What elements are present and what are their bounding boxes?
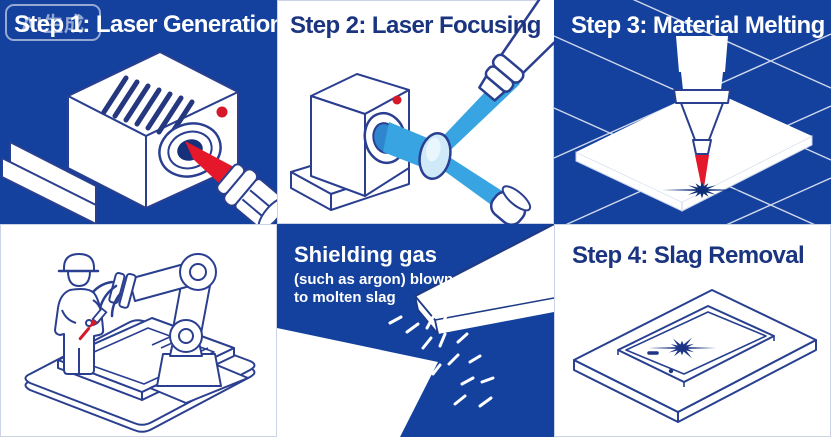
hard-hat [57,253,100,273]
plate-outline [573,289,817,423]
laser-nozzle [673,36,731,155]
robot-arm [88,253,249,404]
gas-dashes [388,311,495,408]
panel-shielding-gas: Shielding gas (such as argon) blown to m… [277,224,554,437]
panel-step3-material-melting: Step 3: Material Melting [554,0,831,224]
indicator-light [392,95,402,105]
indicator-light [216,106,228,118]
lens-barrel [216,163,277,224]
tray-rim [617,305,775,387]
cutting-nozzle [478,0,554,102]
ai-generated-watermark: AI生成 [5,4,101,41]
collector-cylinder [489,185,532,224]
gas-blowing-icon [277,224,554,437]
shielding-gas-heading: Shielding gas [294,242,438,267]
melt-spark-burst [662,181,742,199]
step4-title: Step 4: Slag Removal [572,242,805,269]
shielding-gas-caption: Shielding gas (such as argon) blown to m… [294,244,453,308]
blue-beam-down [432,151,513,212]
panel-robotic-cutting [0,224,277,437]
watermark-label: AI生成 [21,14,85,36]
laser-generator-icon [1,51,277,224]
shielding-gas-line3: to molten slag [294,289,396,306]
panel-step1-laser-generation: Step 1: Laser Generation [0,0,277,224]
laser-focusing-icon [290,0,554,224]
red-laser-beam [695,155,709,194]
hand-laser-tool [78,307,108,341]
lower-plank [277,328,438,437]
shielding-gas-line2: (such as argon) blown [294,271,454,288]
slag-burst [648,337,716,359]
material-melting-icon [554,0,831,224]
step1-title: Step 1: Laser Generation [14,11,277,38]
worker [54,253,105,375]
step3-title: Step 3: Material Melting [571,12,825,39]
step2-title: Step 2: Laser Focusing [290,12,541,39]
focusing-lens [418,132,452,180]
base-steps [1,141,97,224]
slag-removal-icon [573,289,817,423]
panel-step4-slag-removal: Step 4: Slag Removal [554,224,831,437]
slag-specks [647,351,674,374]
panel-step2-laser-focusing: Step 2: Laser Focusing [277,0,554,224]
upper-plank [414,224,554,335]
worker-and-robot-arm-icon [24,253,256,433]
